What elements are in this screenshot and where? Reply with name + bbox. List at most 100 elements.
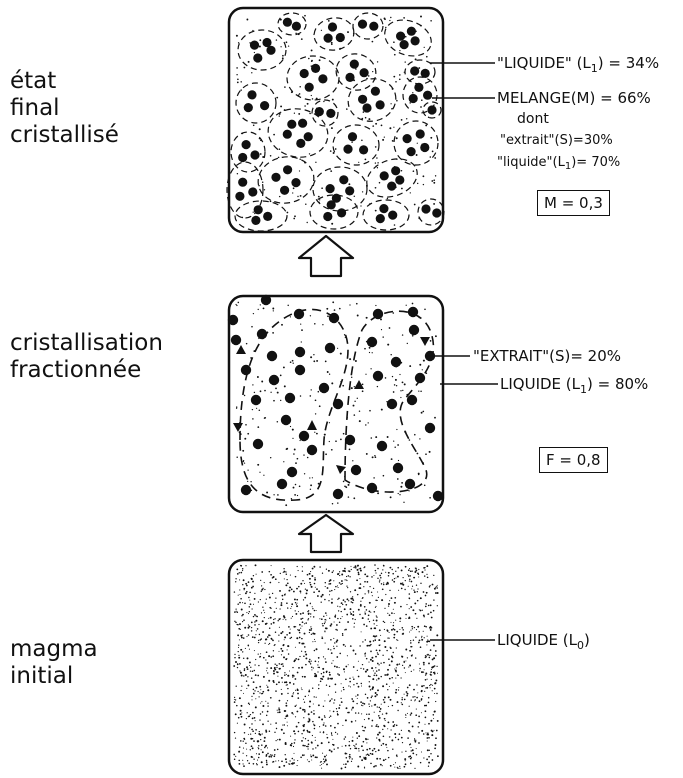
matrix-dot <box>410 670 412 673</box>
matrix-dot <box>427 639 429 641</box>
matrix-dot <box>241 567 244 570</box>
matrix-dot <box>393 126 395 128</box>
crystal <box>375 100 385 110</box>
matrix-dot <box>404 579 406 582</box>
matrix-dot <box>414 696 416 698</box>
matrix-dot <box>256 763 258 766</box>
matrix-dot <box>366 748 369 751</box>
matrix-dot <box>335 640 338 643</box>
matrix-dot <box>349 758 351 760</box>
matrix-dot <box>283 385 286 388</box>
matrix-dot <box>267 720 269 722</box>
matrix-dot <box>266 622 268 625</box>
matrix-dot <box>354 618 356 621</box>
matrix-dot <box>282 644 285 647</box>
matrix-dot <box>352 649 355 652</box>
matrix-dot <box>254 690 256 692</box>
matrix-dot <box>360 701 362 703</box>
matrix-dot <box>419 609 422 612</box>
matrix-dot <box>340 767 343 770</box>
matrix-dot <box>254 664 256 666</box>
matrix-dot <box>369 640 372 643</box>
matrix-dot <box>403 501 405 503</box>
matrix-dot <box>261 620 264 623</box>
matrix-dot <box>380 744 383 746</box>
matrix-dot <box>404 61 406 63</box>
matrix-dot <box>381 765 383 767</box>
matrix-dot <box>256 628 259 630</box>
matrix-dot <box>238 750 240 752</box>
matrix-dot <box>362 641 364 643</box>
matrix-dot <box>255 615 257 617</box>
matrix-dot <box>368 351 371 354</box>
matrix-dot <box>279 589 281 592</box>
matrix-dot <box>320 601 322 603</box>
matrix-dot <box>299 612 302 615</box>
matrix-dot <box>405 617 407 619</box>
matrix-dot <box>241 712 243 714</box>
matrix-dot <box>415 629 418 631</box>
matrix-dot <box>244 602 246 605</box>
matrix-dot <box>435 737 437 740</box>
matrix-dot <box>276 664 278 667</box>
matrix-dot <box>304 105 306 107</box>
matrix-dot <box>247 634 250 636</box>
matrix-dot <box>390 353 392 356</box>
matrix-dot <box>390 103 392 105</box>
matrix-dot <box>432 671 435 674</box>
crystal <box>276 478 288 490</box>
matrix-dot <box>389 19 391 22</box>
matrix-dot <box>415 569 418 572</box>
crystal <box>240 484 252 496</box>
matrix-dot <box>375 436 378 439</box>
matrix-dot <box>264 588 266 591</box>
matrix-dot <box>331 733 333 735</box>
cluster-outline <box>230 131 266 173</box>
matrix-dot <box>399 620 401 623</box>
matrix-dot <box>431 658 434 661</box>
matrix-dot <box>298 93 301 95</box>
matrix-dot <box>315 609 317 612</box>
matrix-dot <box>259 713 262 715</box>
matrix-dot <box>260 738 262 741</box>
matrix-dot <box>256 759 259 761</box>
matrix-dot <box>341 616 343 618</box>
matrix-dot <box>382 474 385 477</box>
matrix-dot <box>309 700 312 703</box>
matrix-dot <box>376 757 379 760</box>
matrix-dot <box>262 690 265 693</box>
matrix-dot <box>260 693 263 695</box>
matrix-dot <box>284 674 286 676</box>
matrix-dot <box>356 397 358 399</box>
matrix-dot <box>386 197 389 200</box>
matrix-dot <box>310 356 313 359</box>
matrix-dot <box>286 725 288 727</box>
matrix-dot <box>318 684 320 686</box>
box-final-state <box>227 6 445 234</box>
matrix-dot <box>371 667 374 670</box>
matrix-dot <box>424 569 426 571</box>
matrix-dot <box>295 612 298 615</box>
matrix-dot <box>401 655 404 658</box>
matrix-dot <box>367 738 369 740</box>
matrix-dot <box>424 594 427 597</box>
matrix-dot <box>410 746 412 749</box>
matrix-dot <box>257 601 260 603</box>
matrix-dot <box>410 762 412 765</box>
matrix-dot <box>428 450 431 453</box>
matrix-dot <box>302 698 305 700</box>
matrix-dot <box>344 600 346 603</box>
matrix-dot <box>350 597 353 600</box>
matrix-dot <box>327 315 329 318</box>
matrix-dot <box>367 614 370 617</box>
matrix-dot <box>303 717 305 719</box>
matrix-dot <box>388 603 390 605</box>
matrix-dot <box>425 704 428 707</box>
matrix-dot <box>383 582 385 584</box>
matrix-dot <box>236 704 238 707</box>
matrix-dot <box>263 474 265 476</box>
matrix-dot <box>242 579 245 582</box>
matrix-dot <box>350 601 352 603</box>
matrix-dot <box>352 676 354 678</box>
matrix-dot <box>382 735 385 738</box>
